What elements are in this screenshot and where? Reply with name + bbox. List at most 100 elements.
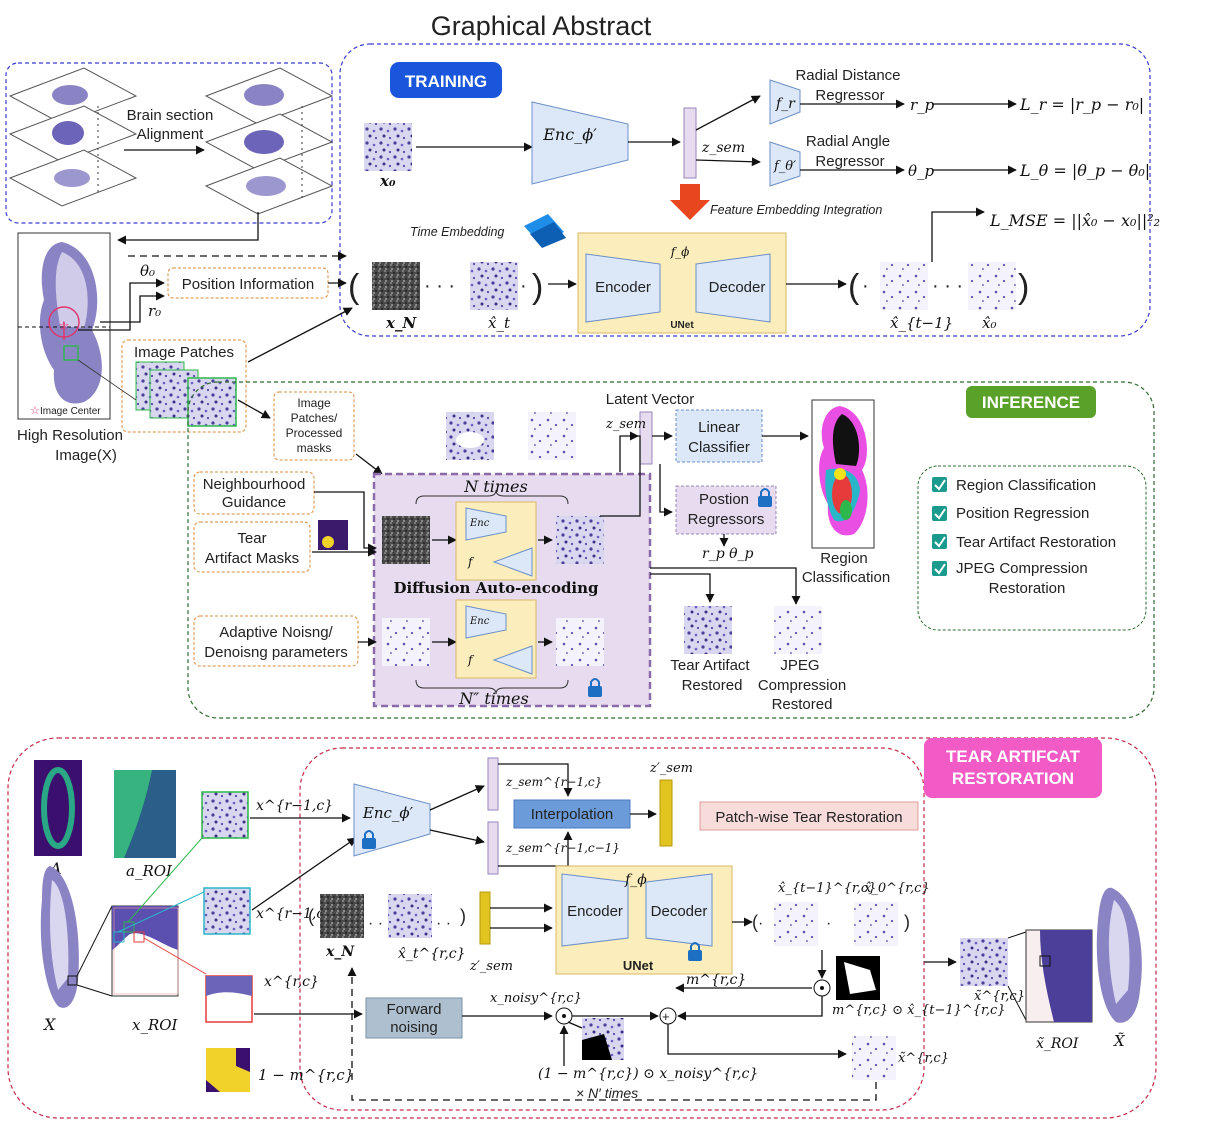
time-embedding-label: Time Embedding	[410, 225, 504, 239]
xt-hat-label: x̂_t	[488, 314, 511, 332]
high-res-label-2: Image(X)	[55, 447, 117, 464]
thetap-label: θ_p	[908, 162, 935, 180]
mask-thumb	[318, 520, 348, 550]
rp-label: r_p	[910, 96, 935, 114]
svg-text:Denoisng parameters: Denoisng parameters	[204, 644, 347, 661]
svg-text:Tear: Tear	[237, 530, 266, 547]
z-sem-prime-vector	[659, 779, 673, 847]
svg-text:Patch-wise Tear Restoration: Patch-wise Tear Restoration	[715, 809, 902, 826]
neighbourhood-box	[193, 471, 315, 515]
paren-close: )	[532, 268, 543, 306]
adaptive-box	[193, 615, 359, 667]
ftheta-label: f_θ′	[773, 159, 796, 174]
svg-text:masks: masks	[297, 441, 332, 455]
svg-text:Decoder: Decoder	[651, 903, 708, 920]
lock-icon-2	[758, 488, 772, 507]
svg-text:Region: Region	[820, 550, 868, 567]
loss-r: L_r = |r_p − r₀|	[1019, 95, 1144, 114]
noisy-input-patch	[382, 516, 430, 564]
r0-label: r₀	[148, 302, 161, 320]
ellipsis-7: ·	[758, 915, 763, 932]
ellipsis-4: · · ·	[932, 275, 963, 297]
training-unet: f_ϕ Encoder Decoder UNet	[577, 232, 787, 334]
z-r1c1-vector	[487, 821, 499, 875]
z-r1c1-label: z_sem^{r−1,c−1}	[505, 841, 620, 855]
image-patches-box	[121, 339, 247, 433]
X-tilde-label: X̃	[1113, 1032, 1126, 1050]
z-sem-vector	[683, 107, 697, 179]
svg-text:f_ϕ: f_ϕ	[670, 245, 690, 259]
image-center-star-icon: ☆	[58, 319, 70, 334]
svg-text:Enc: Enc	[469, 518, 490, 529]
svg-text:+: +	[662, 1009, 670, 1024]
training-encoder: Enc_ϕ′	[531, 101, 629, 185]
jpeg-output-patch	[556, 618, 604, 666]
svg-text:Patches/: Patches/	[291, 411, 338, 425]
tear-xt1-label: x̂_{t−1}^{r,c}	[778, 881, 876, 896]
svg-text:Tear Artifact: Tear Artifact	[670, 657, 750, 674]
training-frame	[339, 43, 1151, 337]
position-regressors-box	[675, 485, 777, 535]
checklist: Region Classification Position Regressio…	[932, 477, 1116, 597]
x-tilde-roi	[1025, 929, 1093, 1023]
patch-r1c1	[203, 887, 251, 935]
svg-text:Decoder: Decoder	[709, 279, 766, 296]
z-sem-label: z_sem	[701, 140, 745, 156]
tear-xN-label: x_N	[325, 944, 355, 960]
xt1-patch	[880, 262, 928, 310]
m-dot-label: m^{r,c} ⊙ x̂_{t−1}^{r,c}	[832, 1003, 1006, 1018]
xN-patch	[372, 262, 420, 310]
svg-text:Restored: Restored	[772, 696, 833, 713]
patch-r1c	[201, 791, 249, 839]
svg-text:JPEG Compression: JPEG Compression	[956, 560, 1088, 577]
paren-open-2: (	[848, 268, 860, 306]
radial-angle-label: Radial Angle	[806, 133, 890, 150]
svg-text:Position Regression: Position Regression	[956, 505, 1089, 522]
tear-restored-patch	[684, 606, 732, 654]
svg-text:Guidance: Guidance	[222, 494, 286, 511]
svg-text:Classifier: Classifier	[688, 439, 750, 456]
svg-text:noising: noising	[390, 1019, 438, 1036]
training-section: TRAINING Brain section Alignment	[5, 43, 1160, 464]
paren-open-4: (	[752, 912, 758, 932]
svg-text:Encoder: Encoder	[595, 279, 651, 296]
inference-section: INFERENCE Image Patches/ Processed masks…	[187, 381, 1155, 719]
svg-text:Tear Artifact Restoration: Tear Artifact Restoration	[956, 534, 1116, 551]
output-X-tilde	[1096, 887, 1142, 1023]
tear-x0-patch	[854, 902, 898, 946]
theta0-label: θ₀	[140, 262, 155, 280]
inner-ae-top: Enc f	[455, 501, 537, 581]
svg-text:Image: Image	[297, 396, 331, 410]
svg-text:TRAINING: TRAINING	[405, 72, 487, 91]
tear-xt1-patch	[774, 902, 818, 946]
diffusion-ae-label: Diffusion Auto-encoding	[393, 579, 599, 597]
x-tilde-roi-label: x̃_ROI	[1036, 1036, 1079, 1052]
svg-text:Enc_ϕ′: Enc_ϕ′	[542, 125, 597, 144]
check-icon	[932, 561, 947, 576]
paren-close-3: )	[460, 906, 466, 926]
svg-text:UNet: UNet	[623, 958, 654, 973]
tear-xt-patch	[388, 894, 432, 938]
ellipsis-5: · ·	[368, 915, 383, 932]
svg-text:Processed: Processed	[286, 426, 343, 440]
svg-text:Encoder: Encoder	[567, 903, 623, 920]
tear-xN-patch	[320, 894, 364, 938]
x-tilde-label: x̃^{r,c}	[898, 1051, 949, 1066]
m-rc-label: m^{r,c}	[686, 972, 746, 988]
svg-text:Region Classification: Region Classification	[956, 477, 1096, 494]
svg-text:UNet: UNet	[670, 320, 694, 331]
ellipsis-3: ·	[862, 275, 869, 297]
svg-text:Enc: Enc	[469, 616, 490, 627]
feature-integration-arrow-icon	[670, 184, 710, 220]
region-map	[811, 399, 875, 549]
n-times-label: × N′ times	[576, 1085, 638, 1101]
loss-theta: L_θ = |θ_p − θ₀|	[1019, 161, 1150, 180]
svg-text:Artifact Masks: Artifact Masks	[205, 550, 299, 567]
x-r1c-label: x^{r−1,c}	[256, 798, 333, 814]
svg-text:Enc_ϕ′: Enc_ϕ′	[362, 804, 414, 822]
svg-text:f: f	[467, 555, 475, 569]
tear-masks-box	[193, 521, 311, 573]
x-roi	[111, 905, 179, 997]
checklist-box	[917, 465, 1147, 631]
patchwise-box	[699, 801, 919, 831]
